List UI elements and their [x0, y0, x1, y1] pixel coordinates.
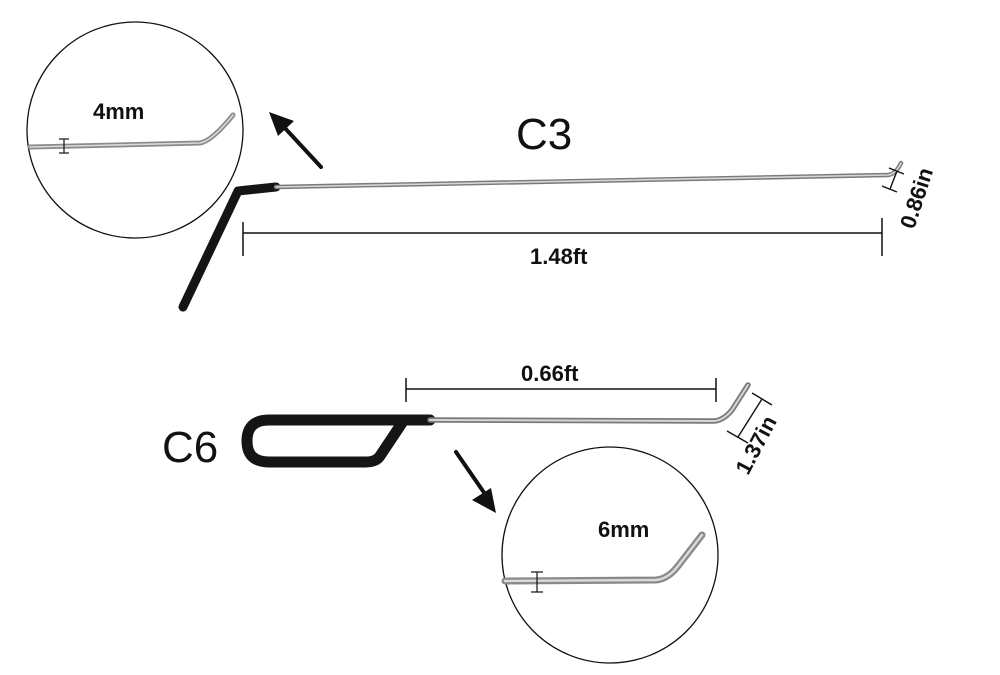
c6-tool	[241, 382, 751, 468]
c3-callout-arrow	[269, 112, 323, 169]
c3-length-dimension	[242, 218, 883, 256]
c3-handle	[178, 182, 281, 312]
c6-rod	[427, 382, 751, 424]
c6-length-label: 0.66ft	[521, 361, 579, 386]
c6-length-dimension	[405, 378, 717, 402]
c3-tip-height-label: 0.86in	[895, 164, 938, 231]
c6-callout-arrow	[454, 450, 496, 513]
c3-tip-dimension	[881, 167, 905, 193]
c3-zoom-callout: 4mm	[26, 21, 244, 239]
c3-tool	[178, 160, 904, 312]
c3-diameter-marker	[59, 138, 69, 154]
c6-handle	[241, 414, 436, 468]
c6-zoom-callout: 6mm	[501, 446, 719, 664]
c3-length-label: 1.48ft	[530, 244, 588, 269]
c6-diameter-marker	[531, 571, 543, 593]
c6-diameter-label: 6mm	[598, 517, 649, 542]
c6-model-label: C6	[162, 423, 218, 472]
c3-model-label: C3	[516, 110, 572, 159]
c6-tip-dimension	[726, 392, 773, 444]
c3-zoom-circle	[26, 21, 244, 239]
c6-tip-height-label: 1.37in	[730, 412, 781, 479]
c6-zoom-circle	[501, 446, 719, 664]
c3-diameter-label: 4mm	[93, 99, 144, 124]
c3-rod	[273, 160, 904, 190]
